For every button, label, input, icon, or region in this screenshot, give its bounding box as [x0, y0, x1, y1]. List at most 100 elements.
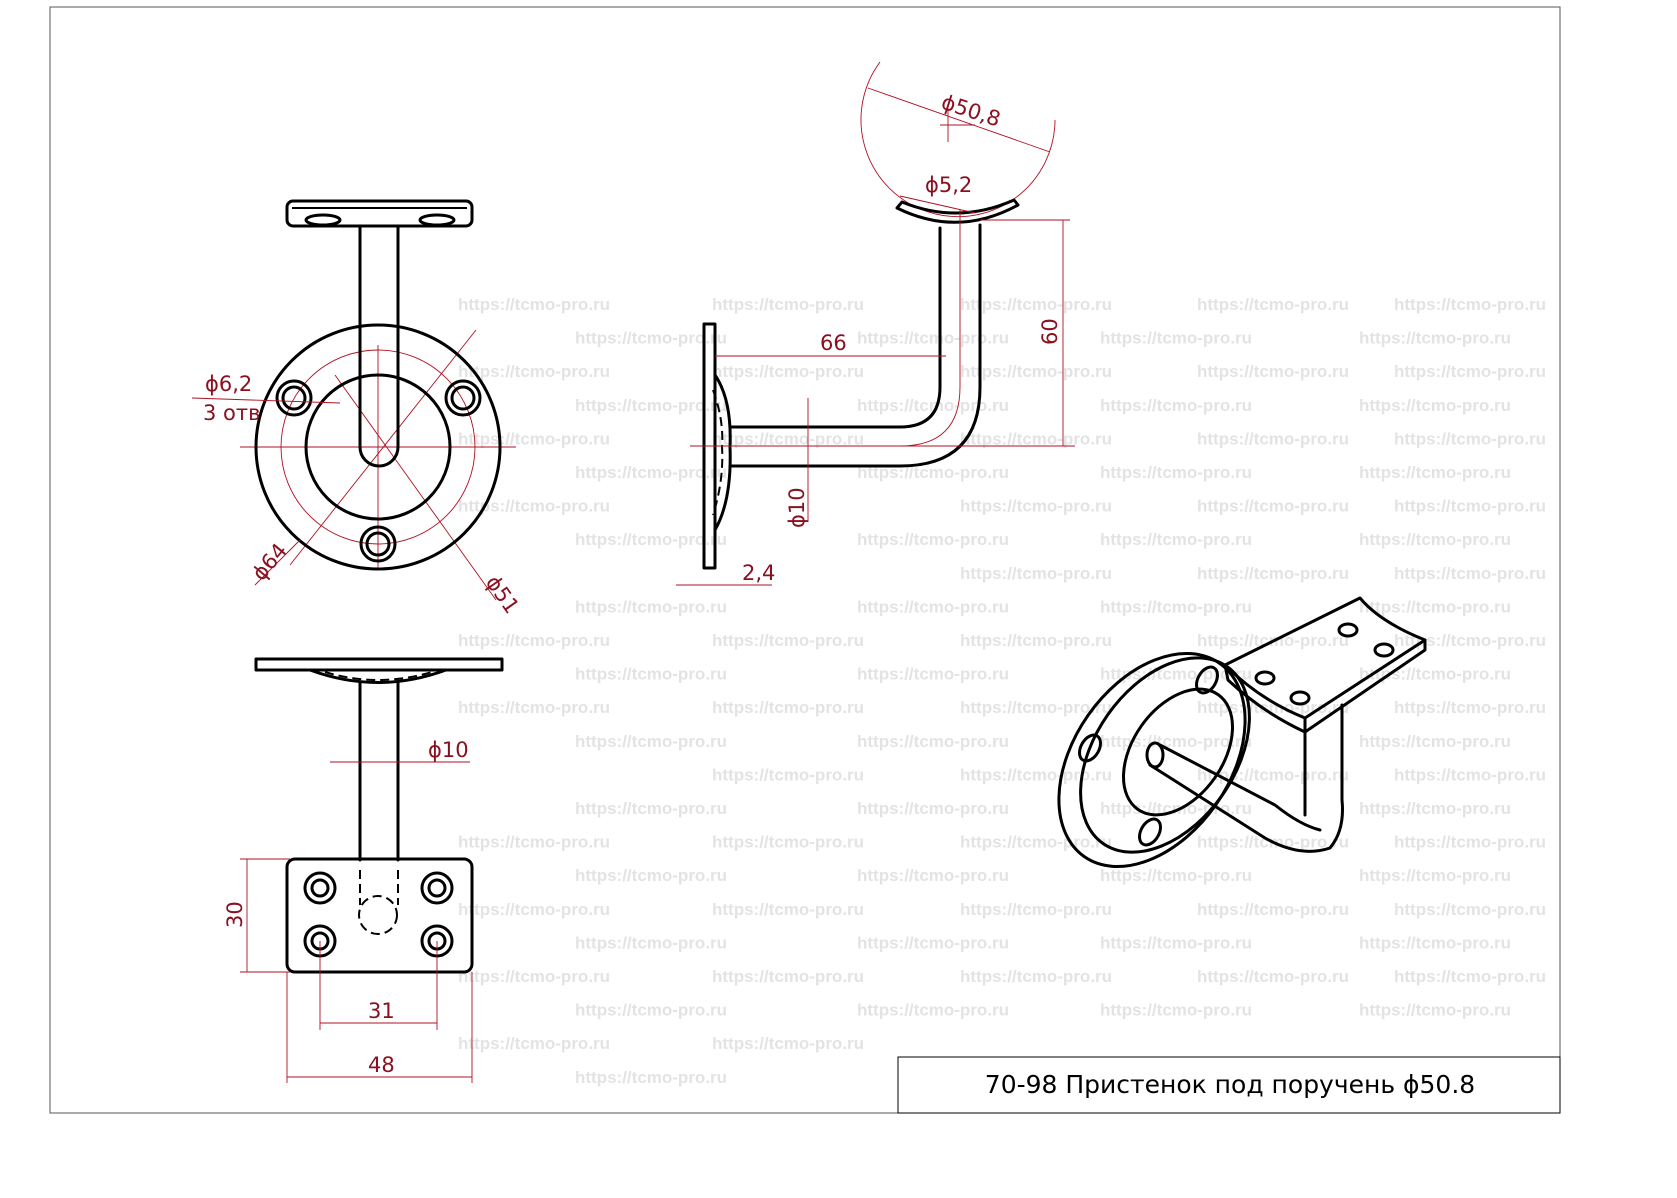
watermark-text: https://tcmo-pro.ru: [712, 429, 864, 448]
watermark-text: https://tcmo-pro.ru: [458, 900, 610, 919]
watermark-text: https://tcmo-pro.ru: [1359, 1001, 1511, 1020]
watermark-text: https://tcmo-pro.ru: [960, 900, 1112, 919]
watermark-text: https://tcmo-pro.ru: [857, 396, 1009, 415]
watermark-text: https://tcmo-pro.ru: [960, 765, 1112, 784]
dim-bolt-circle-dia: ϕ51: [481, 571, 524, 618]
watermark-text: https://tcmo-pro.ru: [857, 732, 1009, 751]
watermark-text: https://tcmo-pro.ru: [1359, 463, 1511, 482]
watermark-text: https://tcmo-pro.ru: [960, 967, 1112, 986]
watermark-text: https://tcmo-pro.ru: [1100, 329, 1252, 348]
watermark-text: https://tcmo-pro.ru: [712, 362, 864, 381]
watermark-text: https://tcmo-pro.ru: [1394, 564, 1546, 583]
watermark-text: https://tcmo-pro.ru: [1359, 732, 1511, 751]
watermark-text: https://tcmo-pro.ru: [1359, 396, 1511, 415]
watermark-text: https://tcmo-pro.ru: [1359, 866, 1511, 885]
watermark-text: https://tcmo-pro.ru: [1197, 967, 1349, 986]
watermark-text: https://tcmo-pro.ru: [575, 530, 727, 549]
dim-flange-dia: ϕ64: [247, 539, 291, 586]
drawing-title: 70-98 Пристенок под поручень ϕ50.8: [985, 1070, 1475, 1099]
watermark-text: https://tcmo-pro.ru: [1394, 698, 1546, 717]
watermark-text: https://tcmo-pro.ru: [1394, 497, 1546, 516]
watermark-text: https://tcmo-pro.ru: [458, 362, 610, 381]
watermark-text: https://tcmo-pro.ru: [575, 597, 727, 616]
watermark-text: https://tcmo-pro.ru: [857, 665, 1009, 684]
watermark-text: https://tcmo-pro.ru: [1394, 765, 1546, 784]
dim-top-rod-dia: ϕ10: [428, 738, 469, 762]
watermark-text: https://tcmo-pro.ru: [575, 463, 727, 482]
side-view: ϕ50,8 ϕ5,2 66 60 ϕ10 2,4: [676, 61, 1075, 586]
isometric-view: [1057, 596, 1427, 869]
watermark-text: https://tcmo-pro.ru: [458, 497, 610, 516]
watermark-text: https://tcmo-pro.ru: [960, 564, 1112, 583]
drawing-frame: [49, 6, 1561, 1114]
watermark-text: https://tcmo-pro.ru: [960, 429, 1112, 448]
dim-rod-dia: ϕ10: [785, 487, 809, 528]
mount-hole: [444, 379, 482, 417]
watermark-text: https://tcmo-pro.ru: [575, 933, 727, 952]
dim-hole-count: 3 отв: [203, 401, 261, 425]
watermark-text: https://tcmo-pro.ru: [857, 530, 1009, 549]
watermark-text: https://tcmo-pro.ru: [458, 967, 610, 986]
watermark-text: https://tcmo-pro.ru: [712, 833, 864, 852]
watermark-text: https://tcmo-pro.ru: [712, 765, 864, 784]
watermark-text: https://tcmo-pro.ru: [960, 698, 1112, 717]
watermark-text: https://tcmo-pro.ru: [575, 1068, 727, 1087]
watermark-text: https://tcmo-pro.ru: [1359, 597, 1511, 616]
watermark-text: https://tcmo-pro.ru: [712, 1034, 864, 1053]
watermark-text: https://tcmo-pro.ru: [575, 732, 727, 751]
watermark-text: https://tcmo-pro.ru: [575, 329, 727, 348]
watermark-text: https://tcmo-pro.ru: [1394, 967, 1546, 986]
watermark-text: https://tcmo-pro.ru: [1100, 463, 1252, 482]
watermark-text: https://tcmo-pro.ru: [458, 698, 610, 717]
watermark-text: https://tcmo-pro.ru: [857, 933, 1009, 952]
watermark-text: https://tcmo-pro.ru: [712, 967, 864, 986]
watermark-text: https://tcmo-pro.ru: [960, 497, 1112, 516]
watermark-text: https://tcmo-pro.ru: [857, 1001, 1009, 1020]
dim-projection: 66: [820, 331, 847, 355]
watermark-text: https://tcmo-pro.ru: [1100, 396, 1252, 415]
dim-plate-length: 48: [368, 1053, 395, 1077]
watermark-text: https://tcmo-pro.ru: [1197, 295, 1349, 314]
plate-hole: [420, 871, 454, 905]
front-view: ϕ6,2 3 отв ϕ64 ϕ51: [191, 199, 524, 618]
watermark-text: https://tcmo-pro.ru: [575, 665, 727, 684]
dim-plate-width: 30: [223, 901, 247, 928]
watermark-text: https://tcmo-pro.ru: [1359, 933, 1511, 952]
plate-hole: [303, 871, 337, 905]
watermark-text: https://tcmo-pro.ru: [857, 597, 1009, 616]
watermark-text: https://tcmo-pro.ru: [857, 329, 1009, 348]
watermark-text: https://tcmo-pro.ru: [712, 631, 864, 650]
title-block: [897, 1056, 1561, 1114]
watermark-text: https://tcmo-pro.ru: [1394, 295, 1546, 314]
watermark-text: https://tcmo-pro.ru: [458, 631, 610, 650]
watermark-text: https://tcmo-pro.ru: [458, 833, 610, 852]
watermark-text: https://tcmo-pro.ru: [712, 900, 864, 919]
watermark-text: https://tcmo-pro.ru: [1394, 833, 1546, 852]
watermark-text: https://tcmo-pro.ru: [575, 396, 727, 415]
watermark-text: https://tcmo-pro.ru: [1100, 530, 1252, 549]
watermark-text: https://tcmo-pro.ru: [1359, 329, 1511, 348]
watermark-layer: https://tcmo-pro.ru https://tcmo-pro.ru ht…: [458, 295, 1546, 1087]
watermark-text: https://tcmo-pro.ru: [458, 295, 610, 314]
watermark-text: https://tcmo-pro.ru: [960, 295, 1112, 314]
watermark-text: https://tcmo-pro.ru: [1197, 497, 1349, 516]
watermark-text: https://tcmo-pro.ru: [1100, 866, 1252, 885]
watermark-text: https://tcmo-pro.ru: [575, 866, 727, 885]
watermark-text: https://tcmo-pro.ru: [960, 362, 1112, 381]
watermark-text: https://tcmo-pro.ru: [712, 698, 864, 717]
watermark-text: https://tcmo-pro.ru: [1100, 597, 1252, 616]
dim-saddle-hole-dia: ϕ5,2: [925, 173, 972, 197]
dim-hole-spacing: 31: [368, 999, 395, 1023]
watermark-text: https://tcmo-pro.ru: [960, 833, 1112, 852]
mount-hole: [359, 525, 397, 563]
watermark-text: https://tcmo-pro.ru: [575, 799, 727, 818]
watermark-text: https://tcmo-pro.ru: [458, 429, 610, 448]
watermark-text: https://tcmo-pro.ru: [857, 463, 1009, 482]
watermark-text: https://tcmo-pro.ru: [1197, 429, 1349, 448]
watermark-text: https://tcmo-pro.ru: [1394, 429, 1546, 448]
watermark-text: https://tcmo-pro.ru: [1359, 530, 1511, 549]
watermark-text: https://tcmo-pro.ru: [712, 295, 864, 314]
watermark-text: https://tcmo-pro.ru: [1100, 1001, 1252, 1020]
watermark-text: https://tcmo-pro.ru: [1100, 732, 1252, 751]
